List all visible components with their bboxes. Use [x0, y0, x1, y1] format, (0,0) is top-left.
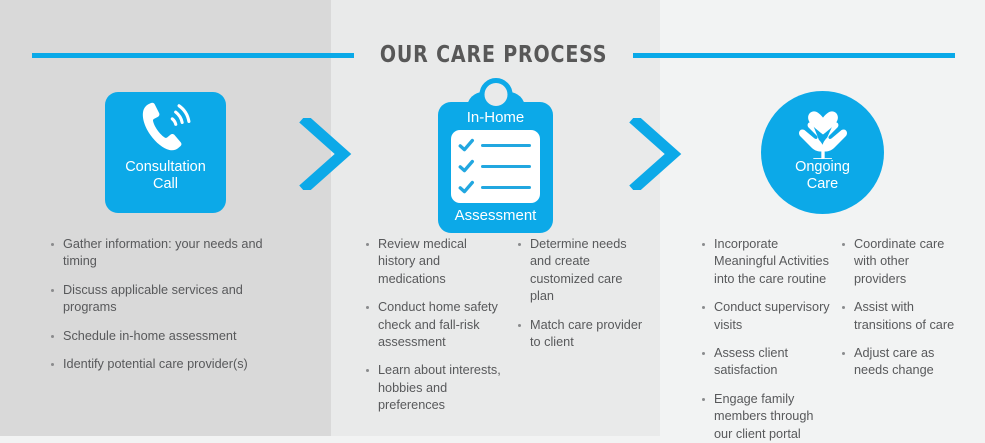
list-item: Review medical history and medications — [364, 236, 504, 288]
list-item: Gather information: your needs and timin… — [49, 236, 274, 271]
check-icon — [458, 159, 475, 173]
list-item: Assess client satisfaction — [700, 345, 830, 380]
clipboard-checklist-icon — [451, 130, 540, 203]
check-icon — [458, 138, 475, 152]
step-consultation-call: Consultation Call Gather information: yo… — [0, 0, 331, 436]
consultation-call-label: Consultation Call — [125, 159, 206, 193]
list-item: Assist with transitions of care — [840, 299, 960, 334]
chevron-right-icon — [299, 118, 352, 190]
step-3-bullet-lists: Incorporate Meaningful Activities into t… — [660, 236, 985, 443]
step-ongoing-care: Ongoing Care Incorporate Meaningful Acti… — [660, 0, 985, 441]
list-item: Determine needs and create customized ca… — [516, 236, 646, 306]
step-3-bullet-group-1: Incorporate Meaningful Activities into t… — [700, 236, 830, 443]
ongoing-care-label: Ongoing Care — [795, 159, 850, 193]
checklist-line — [481, 144, 531, 147]
header-rule-left — [32, 52, 354, 58]
list-item: Discuss applicable services and programs — [49, 282, 274, 317]
phone-call-icon — [142, 102, 190, 151]
consultation-call-badge: Consultation Call — [105, 92, 226, 213]
in-home-assessment-badge: In-Home — [438, 78, 553, 233]
checklist-row — [458, 180, 540, 195]
checklist-line — [481, 165, 531, 168]
list-item: Engage family members through our client… — [700, 391, 830, 443]
step-2-bullet-group-2: Determine needs and create customized ca… — [516, 236, 646, 415]
checklist-row — [458, 138, 540, 153]
step-1-bullet-group-1: Gather information: your needs and timin… — [49, 236, 274, 373]
consultation-call-label-line-2: Call — [153, 176, 178, 192]
step-3-bullet-group-2: Coordinate care with other providers Ass… — [840, 236, 960, 443]
header: OUR CARE PROCESS — [0, 40, 985, 70]
chevron-right-icon — [629, 118, 682, 190]
page-title: OUR CARE PROCESS — [379, 42, 608, 68]
list-item: Learn about interests, hobbies and prefe… — [364, 362, 504, 414]
list-item: Conduct supervisory visits — [700, 299, 830, 334]
bullet-list: Gather information: your needs and timin… — [49, 236, 274, 373]
panel-background-step-3 — [660, 0, 985, 436]
ongoing-care-label-line-2: Care — [806, 176, 839, 192]
clipboard-body: In-Home — [438, 102, 553, 233]
step-2-bullet-group-1: Review medical history and medications C… — [364, 236, 504, 415]
hands-holding-heart-icon — [798, 111, 847, 159]
panel-background-step-1 — [0, 0, 331, 436]
step-in-home-assessment: In-Home — [331, 0, 660, 436]
header-rule-right — [633, 52, 955, 58]
in-home-assessment-label-line-2: Assessment — [454, 207, 537, 224]
list-item: Match care provider to client — [516, 317, 646, 352]
step-1-bullet-lists: Gather information: your needs and timin… — [0, 236, 331, 373]
bullet-list: Determine needs and create customized ca… — [516, 236, 646, 351]
list-item: Conduct home safety check and fall-risk … — [364, 299, 504, 351]
list-item: Schedule in-home assessment — [49, 328, 274, 345]
check-icon — [458, 180, 475, 194]
ongoing-care-label-line-1: Ongoing — [795, 159, 850, 175]
consultation-call-label-line-1: Consultation — [125, 159, 206, 175]
step-2-bullet-lists: Review medical history and medications C… — [331, 236, 660, 415]
step-3-icon-area: Ongoing Care — [660, 78, 985, 228]
bullet-list: Review medical history and medications C… — [364, 236, 504, 415]
in-home-assessment-label-line-1: In-Home — [466, 109, 525, 126]
step-2-icon-area: In-Home — [331, 78, 660, 233]
bullet-list: Incorporate Meaningful Activities into t… — [700, 236, 830, 443]
bullet-list: Coordinate care with other providers Ass… — [840, 236, 960, 380]
list-item: Incorporate Meaningful Activities into t… — [700, 236, 830, 288]
list-item: Adjust care as needs change — [840, 345, 960, 380]
list-item: Coordinate care with other providers — [840, 236, 960, 288]
checklist-row — [458, 159, 540, 174]
clipboard-ring-icon — [479, 78, 512, 111]
checklist-line — [481, 186, 531, 189]
list-item: Identify potential care provider(s) — [49, 356, 274, 373]
ongoing-care-badge: Ongoing Care — [761, 91, 884, 214]
step-1-icon-area: Consultation Call — [0, 78, 331, 228]
